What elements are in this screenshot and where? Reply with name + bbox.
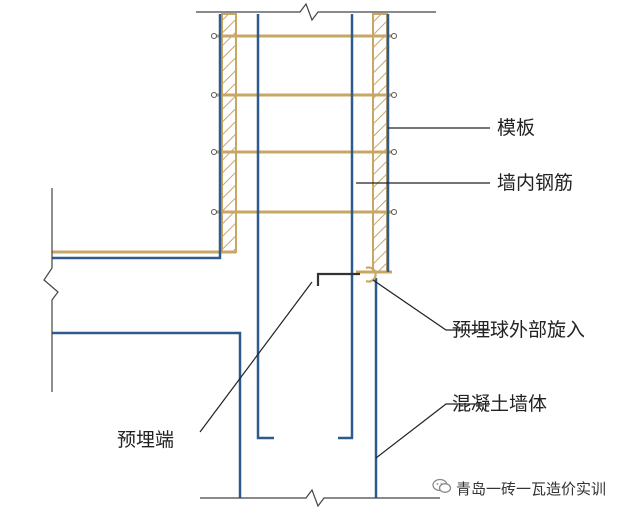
label-wall-rebar: 墙内钢筋 bbox=[497, 172, 574, 194]
formwork-panel-left bbox=[221, 13, 237, 253]
tie-bolts bbox=[211, 33, 397, 215]
leader-lines bbox=[199, 127, 490, 459]
concrete-outline bbox=[52, 14, 390, 498]
label-concrete-wall: 混凝土墙体 bbox=[452, 393, 548, 415]
wall-rebars bbox=[256, 14, 354, 440]
wechat-icon bbox=[432, 478, 452, 493]
top-break-line bbox=[196, 2, 436, 22]
label-embedded-end: 预埋端 bbox=[117, 429, 175, 451]
embedded-end bbox=[316, 272, 360, 286]
watermark-text: 青岛一砖一瓦造价实训 bbox=[456, 480, 607, 498]
slab-break-line bbox=[43, 188, 59, 392]
formwork-panel-right bbox=[372, 13, 388, 273]
label-formwork: 模板 bbox=[497, 117, 536, 139]
embedded-ball bbox=[365, 266, 377, 283]
bottom-break-line bbox=[200, 488, 440, 508]
formwork-ties bbox=[214, 34, 394, 214]
label-embedded-ball: 预埋球外部旋入 bbox=[452, 319, 586, 341]
